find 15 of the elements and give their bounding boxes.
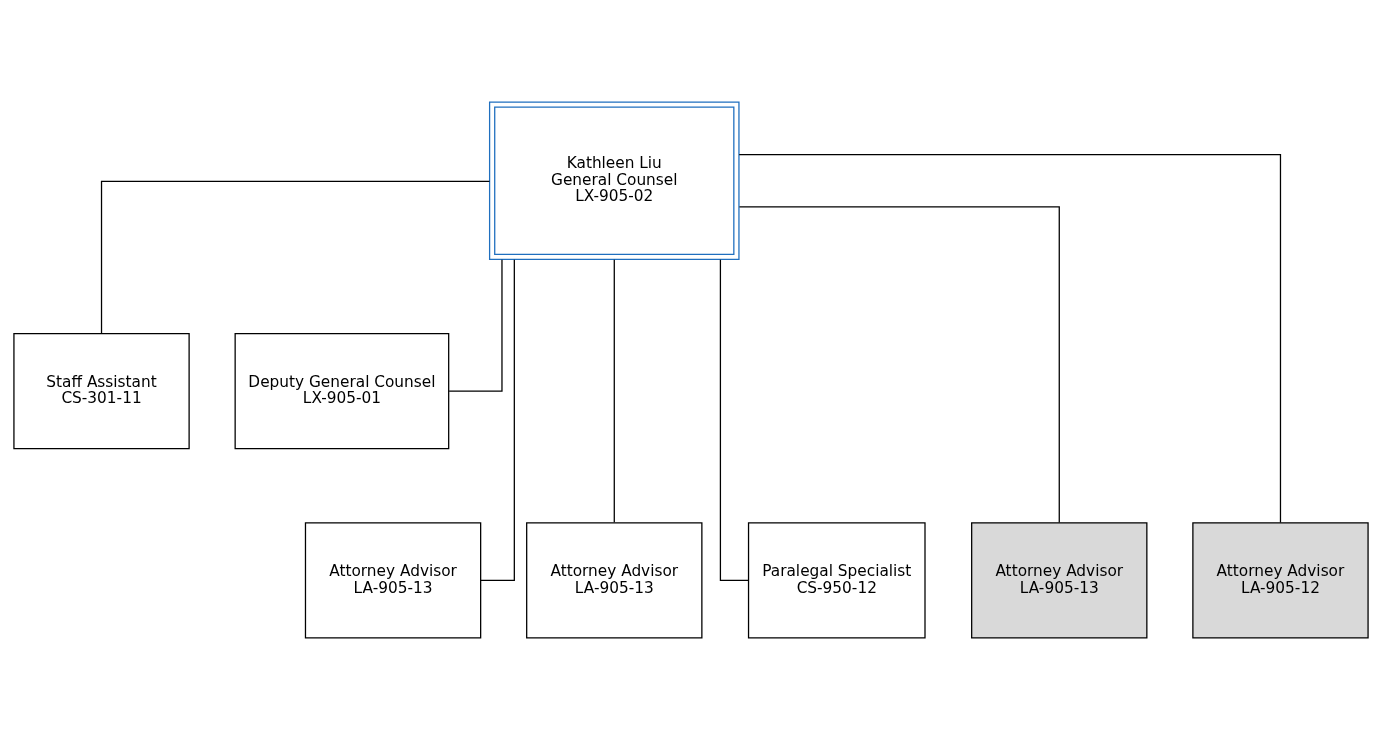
connector — [613, 258, 615, 523]
node-box: Deputy General Counsel LX-905-01 — [234, 332, 450, 449]
connector — [100, 180, 491, 334]
node-box: Attorney Advisor LA-905-13 — [971, 521, 1148, 639]
node-box: Staff Assistant CS-301-11 — [13, 332, 190, 449]
node-box: Paralegal Specialist CS-950-12 — [747, 521, 926, 639]
node-box: Kathleen Liu General Counsel LX-905-02 — [488, 100, 740, 260]
connector — [480, 258, 515, 581]
node-box: Attorney Advisor LA-905-13 — [526, 521, 703, 639]
connector — [738, 153, 1282, 523]
connector — [738, 205, 1060, 523]
connector — [448, 258, 503, 392]
node-box: Attorney Advisor LA-905-12 — [1192, 521, 1369, 639]
connector — [719, 258, 749, 581]
node-box: Attorney Advisor LA-905-13 — [304, 521, 482, 639]
